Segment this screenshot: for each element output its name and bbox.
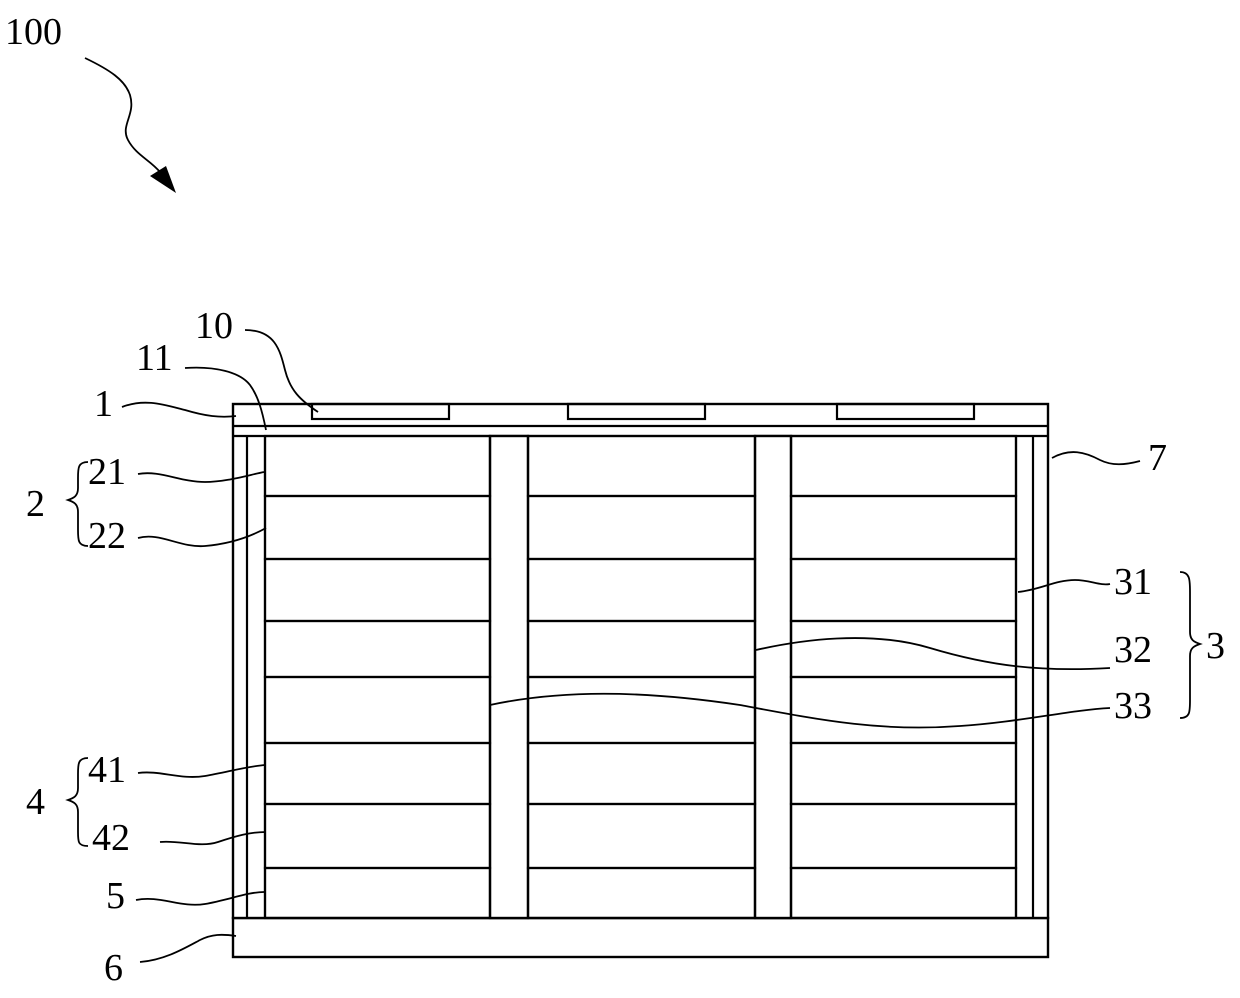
device-body-outline — [233, 404, 1048, 918]
label-22: 22 — [88, 515, 126, 557]
label-3: 3 — [1206, 625, 1225, 667]
label-1: 1 — [94, 383, 113, 425]
bracket-group-4 — [68, 758, 88, 846]
label-7: 7 — [1148, 437, 1167, 479]
label-33: 33 — [1114, 685, 1152, 727]
label-21: 21 — [88, 451, 126, 493]
pillar-right — [755, 436, 791, 918]
label-100: 100 — [5, 11, 62, 53]
leader-10 — [245, 330, 318, 412]
label-41: 41 — [88, 749, 126, 791]
device-pointer-arrow — [85, 58, 160, 172]
device-pointer-arrowhead — [150, 166, 176, 193]
label-6: 6 — [104, 947, 123, 989]
label-32: 32 — [1114, 629, 1152, 671]
label-31: 31 — [1114, 561, 1152, 603]
label-42: 42 — [92, 817, 130, 859]
bracket-group-3 — [1180, 572, 1200, 718]
label-11: 11 — [136, 337, 173, 379]
leader-6 — [140, 935, 236, 962]
label-10: 10 — [195, 305, 233, 347]
pillar-left — [490, 436, 528, 918]
bracket-group-2 — [68, 462, 88, 546]
leader-7 — [1052, 452, 1140, 464]
leader-1 — [122, 403, 236, 417]
label-4: 4 — [26, 781, 45, 823]
label-5: 5 — [106, 875, 125, 917]
layer-6-substrate — [233, 918, 1048, 957]
label-2: 2 — [26, 483, 45, 525]
